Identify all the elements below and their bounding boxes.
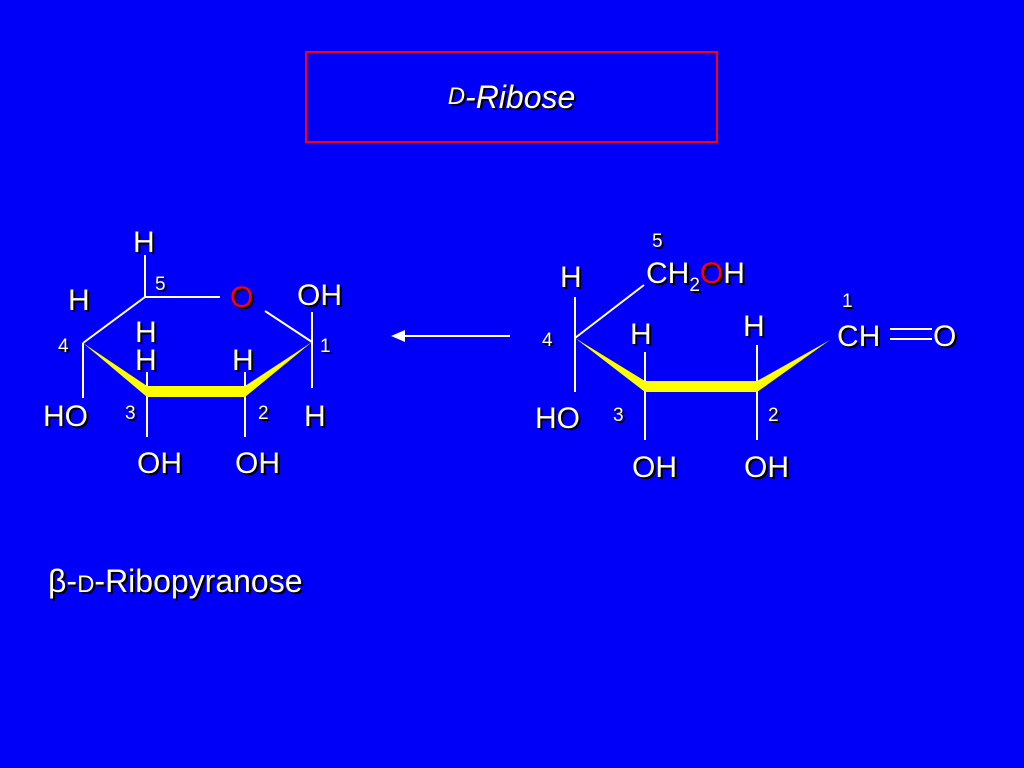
- title-prefix: D: [447, 83, 466, 110]
- oc-h2: H: [743, 310, 765, 343]
- pyr-h4-top: H: [68, 284, 90, 317]
- pyr-oh2: OH: [235, 447, 280, 480]
- caption-sep: -: [66, 563, 78, 599]
- oc-o1: O: [933, 320, 956, 353]
- pyr-h1-down: H: [304, 400, 326, 433]
- oc-ho4: HO: [535, 402, 580, 435]
- title: D-Ribose: [305, 51, 718, 143]
- oc-n1: 1: [842, 291, 853, 312]
- oc-h4: H: [560, 261, 582, 294]
- open-chain-structure: 5 H CH2OH 1 H H CH O 4 HO 3 2 OH OH: [535, 231, 956, 484]
- bold-bond-c2-c1: [757, 340, 830, 392]
- caption: β-D-Ribopyranose: [48, 563, 303, 600]
- arrow-head: [391, 330, 405, 342]
- oc-sub2: 2: [689, 275, 700, 296]
- oc-h-end: H: [723, 257, 745, 290]
- reaction-arrow: [391, 330, 510, 342]
- oc-o-red: O: [700, 257, 723, 290]
- pyr-h3-up: H: [135, 344, 157, 377]
- oc-n4: 4: [542, 330, 553, 351]
- bond-c4-ch2oh: [574, 284, 645, 339]
- pyr-n4: 4: [58, 336, 69, 357]
- bold-bond-c4-c3: [83, 343, 147, 397]
- title-box: [305, 51, 718, 143]
- oc-ch: CH: [646, 257, 689, 290]
- pyr-h5-top: H: [133, 226, 155, 259]
- oc-h3: H: [630, 318, 652, 351]
- bold-bond-c2-c1: [245, 342, 312, 397]
- oc-n2: 2: [768, 405, 779, 426]
- bold-bond-c3-c2: [147, 386, 245, 397]
- pyr-oh3: OH: [137, 447, 182, 480]
- oc-ch2oh: CH2OH: [646, 257, 745, 296]
- pyranose-structure: H 5 H O OH H 4 1 H H HO 3 2 H OH OH: [43, 226, 342, 480]
- bold-bond-c3-c2: [645, 381, 757, 392]
- pyr-h2-up: H: [232, 344, 254, 377]
- pyr-n2: 2: [258, 403, 269, 424]
- oc-n3: 3: [613, 405, 624, 426]
- title-name: -Ribose: [465, 78, 576, 115]
- pyr-oh1: OH: [297, 279, 342, 312]
- bond-c5-c4: [82, 296, 146, 344]
- oc-ch1: CH: [837, 320, 880, 353]
- oc-oh3: OH: [632, 451, 677, 484]
- bond-ring-o-c1: [264, 310, 313, 343]
- bold-bond-c4-c3: [575, 338, 645, 392]
- caption-beta: β: [48, 563, 67, 599]
- pyr-n1: 1: [320, 336, 331, 357]
- pyr-ring-o: O: [230, 281, 253, 314]
- oc-oh2: OH: [744, 451, 789, 484]
- caption-name: -Ribopyranose: [94, 563, 303, 599]
- pyr-n5: 5: [155, 274, 166, 295]
- pyr-h5-lower: H: [135, 316, 157, 349]
- pyr-ho4: HO: [43, 400, 88, 433]
- oc-n5: 5: [652, 231, 663, 252]
- caption-prefix: D: [77, 571, 95, 598]
- pyr-n3: 3: [125, 403, 136, 424]
